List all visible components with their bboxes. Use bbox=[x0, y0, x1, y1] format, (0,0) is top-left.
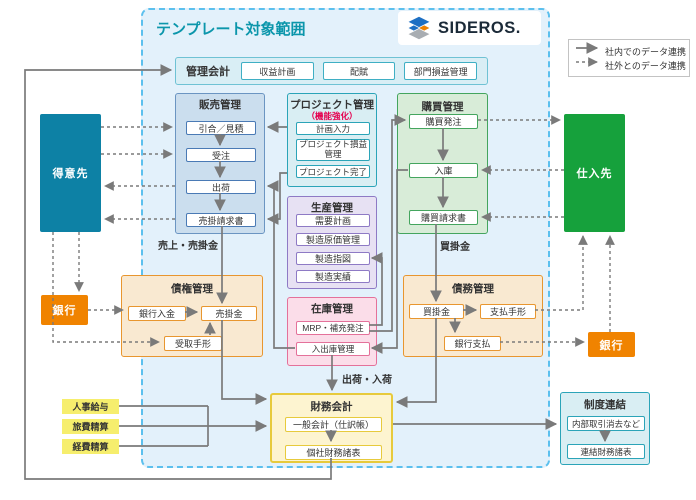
accounts-payable-box: 買掛金 bbox=[409, 304, 464, 319]
company-statements-box: 個社財務諸表 bbox=[285, 445, 382, 460]
inquiry-quote-box: 引合／見積 bbox=[186, 121, 256, 135]
purchase-invoice-box: 購買請求書 bbox=[409, 210, 478, 225]
inventory-footer-label: 出荷・入荷 bbox=[342, 375, 392, 386]
revenue-plan-box: 収益計画 bbox=[241, 62, 314, 80]
sales-footer-label: 売上・売掛金 bbox=[158, 241, 218, 252]
dept-pl-box: 部門損益管理 bbox=[404, 62, 478, 80]
purchasing-title: 購買管理 bbox=[421, 101, 464, 113]
notes-receivable-box: 受取手形 bbox=[164, 336, 222, 351]
demand-plan-box: 需要計画 bbox=[296, 214, 370, 227]
legend-internal-label: 社内でのデータ連携 bbox=[605, 47, 687, 57]
mfg-results-box: 製造実績 bbox=[296, 270, 370, 283]
legend-external-label: 社外とのデータ連携 bbox=[605, 61, 686, 71]
purchasing-module: 購買管理 購買発注 入庫 購買請求書 bbox=[397, 93, 488, 234]
project-complete-box: プロジェクト完了 bbox=[296, 165, 370, 178]
project-module: プロジェクト管理 （機能強化） 計画入力 プロジェクト損益管理 プロジェクト完了 bbox=[287, 93, 377, 187]
sideros-wordmark: SIDEROS. bbox=[438, 18, 521, 37]
expense-settlement-box: 経費精算 bbox=[62, 439, 119, 454]
sideros-logo-icon bbox=[408, 16, 430, 40]
receivables-title: 債権管理 bbox=[171, 283, 213, 295]
mfg-cost-box: 製造原価管理 bbox=[296, 233, 370, 246]
shipment-box: 出荷 bbox=[186, 180, 256, 194]
plan-input-box: 計画入力 bbox=[296, 122, 370, 135]
customer-entity: 得意先 bbox=[40, 114, 101, 232]
sideros-logo: SIDEROS. bbox=[398, 11, 541, 45]
mrp-box: MRP・補充発注 bbox=[296, 321, 370, 335]
bank-payment-box: 銀行支払 bbox=[444, 336, 501, 351]
arrow-legend: 社内でのデータ連携 社外とのデータ連携 bbox=[568, 39, 690, 77]
accounts-receivable-box: 売掛金 bbox=[201, 306, 257, 321]
intercompany-elimination-box: 内部取引消去など bbox=[567, 416, 645, 431]
supplier-entity: 仕入先 bbox=[564, 114, 625, 232]
ar-invoice-box: 売掛請求書 bbox=[186, 213, 256, 227]
purchasing-footer-label: 買掛金 bbox=[440, 242, 470, 253]
consolidation-title: 制度連結 bbox=[584, 399, 626, 411]
management-accounting-title: 管理会計 bbox=[186, 66, 230, 78]
consolidation-module: 制度連結 内部取引消去など 連結財務諸表 bbox=[560, 392, 650, 465]
management-accounting-module: 管理会計 収益計画 配賦 部門損益管理 bbox=[175, 57, 488, 85]
allocation-box: 配賦 bbox=[322, 62, 396, 80]
order-box: 受注 bbox=[186, 148, 256, 162]
sales-title: 販売管理 bbox=[199, 99, 241, 111]
inventory-title: 在庫管理 bbox=[311, 303, 353, 315]
goods-receipt-box: 入庫 bbox=[409, 163, 478, 178]
mfg-order-box: 製造指図 bbox=[296, 252, 370, 265]
bank-right-entity: 銀行 bbox=[588, 332, 635, 357]
payables-module: 債務管理 買掛金 支払手形 銀行支払 bbox=[403, 275, 543, 357]
sales-module: 販売管理 引合／見積 受注 出荷 売掛請求書 bbox=[175, 93, 265, 234]
financial-accounting-title: 財務会計 bbox=[310, 401, 353, 413]
in-out-stock-box: 入出庫管理 bbox=[296, 342, 370, 356]
production-title: 生産管理 bbox=[311, 202, 353, 214]
project-pl-box: プロジェクト損益管理 bbox=[296, 139, 370, 161]
page-title: テンプレート対象範囲 bbox=[156, 21, 306, 38]
general-ledger-box: 一般会計（仕訳帳） bbox=[285, 417, 382, 432]
purchase-order-box: 購買発注 bbox=[409, 114, 478, 129]
notes-payable-box: 支払手形 bbox=[480, 304, 536, 319]
travel-expense-box: 旅費精算 bbox=[62, 419, 119, 434]
payables-title: 債務管理 bbox=[452, 283, 494, 295]
bank-deposit-box: 銀行入金 bbox=[128, 306, 186, 321]
project-enhanced-note: （機能強化） bbox=[306, 111, 358, 121]
hr-payroll-box: 人事給与 bbox=[62, 399, 119, 414]
consolidated-statements-box: 連結財務諸表 bbox=[567, 444, 645, 459]
financial-accounting-module: 財務会計 一般会計（仕訳帳） 個社財務諸表 bbox=[270, 393, 393, 463]
bank-left-entity: 銀行 bbox=[41, 295, 88, 325]
inventory-module: 在庫管理 MRP・補充発注 入出庫管理 bbox=[287, 297, 377, 366]
production-module: 生産管理 需要計画 製造原価管理 製造指図 製造実績 bbox=[287, 196, 377, 289]
receivables-module: 債権管理 銀行入金 売掛金 受取手形 bbox=[121, 275, 263, 357]
